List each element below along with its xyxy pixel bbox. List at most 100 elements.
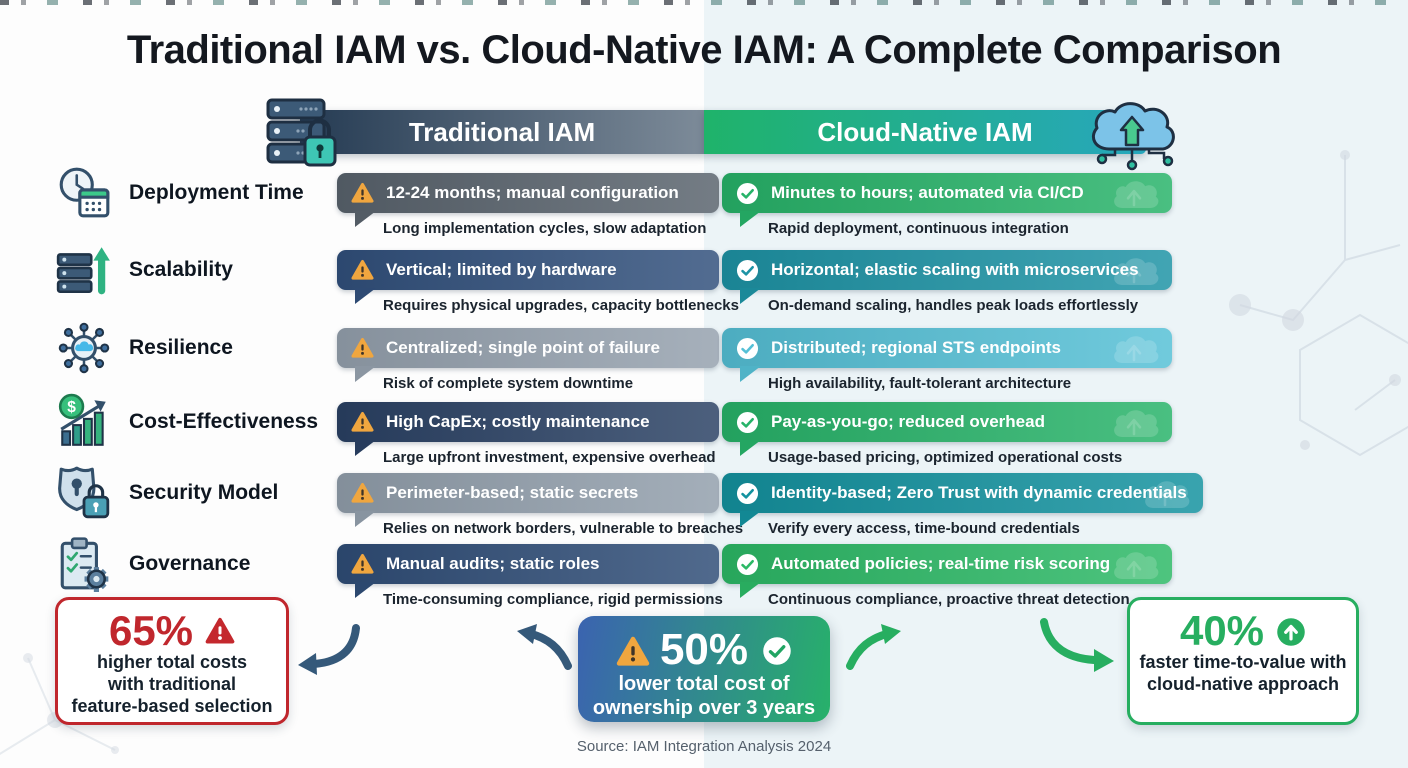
cloud-value-text: Distributed; regional STS endpoints xyxy=(771,338,1061,357)
stat-line: faster time-to-value with xyxy=(1139,652,1347,672)
bubble-tail xyxy=(355,366,376,382)
cloud-value-bubble: Identity-based; Zero Trust with dynamic … xyxy=(722,473,1203,527)
cloud-value-subtext: High availability, fault-tolerant archit… xyxy=(768,375,1072,392)
cloud-value-subtext: Usage-based pricing, optimized operation… xyxy=(768,449,1123,466)
warning-triangle-icon xyxy=(351,553,374,575)
cloud-value-text: Automated policies; real-time risk scori… xyxy=(771,554,1111,573)
traditional-value-subtext: Relies on network borders, vulnerable to… xyxy=(383,520,744,537)
category: Governance xyxy=(55,534,250,594)
traditional-value-subtext: Large upfront investment, expensive over… xyxy=(383,449,716,466)
server-stack-lock-icon xyxy=(264,95,342,171)
bubble-tail xyxy=(355,582,376,598)
clock-calendar-icon xyxy=(55,164,113,222)
stat-value: 40% xyxy=(1179,607,1265,654)
green-up-arrow-circle-icon xyxy=(1276,617,1306,645)
category-label: Governance xyxy=(129,552,251,575)
warning-triangle-icon xyxy=(616,636,646,664)
cloud-upload-icon xyxy=(1078,93,1196,175)
bubble-tail xyxy=(740,366,761,382)
curved-arrow-right-icon xyxy=(1040,618,1114,672)
bubble-tail xyxy=(740,211,761,227)
row-scalability: Scalability Vertical; limited by hardwar… xyxy=(0,250,1408,322)
traditional-value-text: 12-24 months; manual configuration xyxy=(386,183,679,202)
bubble-tail xyxy=(355,288,376,304)
bubble-tail xyxy=(740,582,761,598)
row-resilience: Resilience Centralized; single point of … xyxy=(0,328,1408,400)
cloud-value-bubble: Automated policies; real-time risk scori… xyxy=(722,544,1172,598)
traditional-value-subtext: Time-consuming compliance, rigid permiss… xyxy=(383,591,723,608)
tco-stat-box: 50% lower total cost of ownership over 3… xyxy=(578,616,830,722)
check-circle-icon xyxy=(736,337,759,359)
cloud-native-column-header: Cloud-Native IAM xyxy=(704,110,1146,154)
category-label: Cost-Effectiveness xyxy=(129,410,319,433)
traditional-value-subtext: Risk of complete system downtime xyxy=(383,375,634,392)
bubble-tail xyxy=(355,440,376,456)
check-circle-icon xyxy=(736,482,759,504)
cloud-upload-watermark-icon xyxy=(1108,175,1160,211)
bubble-tail xyxy=(740,511,761,527)
cloud-value-bubble: Pay-as-you-go; reduced overhead xyxy=(722,402,1172,456)
curved-arrow-up-left-icon xyxy=(517,624,572,670)
stat-line: cloud-native approach xyxy=(1146,673,1340,694)
category-label: Scalability xyxy=(129,258,233,281)
traditional-value-text: Manual audits; static roles xyxy=(386,554,600,573)
category: Resilience xyxy=(55,318,233,378)
traditional-value-subtext: Long implementation cycles, slow adaptat… xyxy=(383,220,707,237)
traditional-value-bubble: Vertical; limited by hardware xyxy=(337,250,719,304)
cloud-upload-watermark-icon xyxy=(1108,546,1160,582)
warning-triangle-icon xyxy=(351,482,374,504)
row-governance: Governance Manual audits; static roles T… xyxy=(0,544,1408,616)
cloud-value-stat-box: 40% faster time-to-value with cloud-nati… xyxy=(1127,597,1359,725)
dollar-chart-icon xyxy=(55,393,113,451)
traditional-value-bubble: Centralized; single point of failure xyxy=(337,328,719,382)
bubble-tail xyxy=(355,211,376,227)
check-circle-icon xyxy=(762,636,792,664)
category-label: Resilience xyxy=(129,336,233,359)
warning-triangle-icon xyxy=(351,259,374,281)
category-label: Deployment Time xyxy=(129,181,304,204)
cloud-value-subtext: On-demand scaling, handles peak loads ef… xyxy=(768,297,1139,314)
servers-up-arrow-icon xyxy=(55,241,113,299)
cloud-value-text: Minutes to hours; automated via CI/CD xyxy=(771,183,1084,202)
check-circle-icon xyxy=(736,182,759,204)
cloud-value-bubble: Horizontal; elastic scaling with microse… xyxy=(722,250,1172,304)
clipboard-gear-icon xyxy=(55,535,113,593)
traditional-value-text: High CapEx; costly maintenance xyxy=(386,412,650,431)
cloud-upload-watermark-icon xyxy=(1108,404,1160,440)
cloud-native-column-label: Cloud-Native IAM xyxy=(817,116,1033,147)
traditional-value-text: Vertical; limited by hardware xyxy=(386,260,617,279)
page-title: Traditional IAM vs. Cloud-Native IAM: A … xyxy=(126,28,1282,72)
stat-line: with traditional xyxy=(108,673,236,694)
traditional-value-bubble: Perimeter-based; static secrets xyxy=(337,473,719,527)
traditional-value-bubble: High CapEx; costly maintenance xyxy=(337,402,719,456)
cloud-value-bubble: Minutes to hours; automated via CI/CD xyxy=(722,173,1172,227)
stat-line: feature-based selection xyxy=(71,695,273,716)
stat-line: ownership over 3 years xyxy=(592,697,816,720)
shield-lock-icon xyxy=(55,464,113,522)
traditional-value-text: Perimeter-based; static secrets xyxy=(386,483,639,502)
category: Scalability xyxy=(55,240,233,300)
cloud-value-subtext: Continuous compliance, proactive threat … xyxy=(768,591,1130,608)
bubble-tail xyxy=(740,288,761,304)
traditional-cost-stat-box: 65% higher total costs with traditional … xyxy=(55,597,289,725)
row-deployment-time: Deployment Time 12-24 months; manual con… xyxy=(0,173,1408,245)
top-crop-artifact xyxy=(0,0,1408,5)
traditional-value-text: Centralized; single point of failure xyxy=(386,338,660,357)
stat-value: 65% xyxy=(108,607,194,654)
warning-triangle-icon xyxy=(351,337,374,359)
row-security-model: Security Model Perimeter-based; static s… xyxy=(0,473,1408,545)
check-circle-icon xyxy=(736,259,759,281)
network-nodes-icon xyxy=(55,319,113,377)
traditional-column-label: Traditional IAM xyxy=(408,116,596,147)
cloud-value-text: Identity-based; Zero Trust with dynamic … xyxy=(771,483,1187,502)
curved-arrow-up-right-icon xyxy=(846,624,901,670)
traditional-column-header: Traditional IAM xyxy=(300,110,704,154)
cloud-value-text: Pay-as-you-go; reduced overhead xyxy=(771,412,1045,431)
source-text: Source: IAM Integration Analysis 2024 xyxy=(576,738,832,755)
stat-line: lower total cost of xyxy=(618,673,790,695)
check-circle-icon xyxy=(736,553,759,575)
warning-triangle-icon xyxy=(351,411,374,433)
row-cost-effectiveness: Cost-Effectiveness High CapEx; costly ma… xyxy=(0,402,1408,474)
cloud-upload-watermark-icon xyxy=(1139,475,1191,511)
